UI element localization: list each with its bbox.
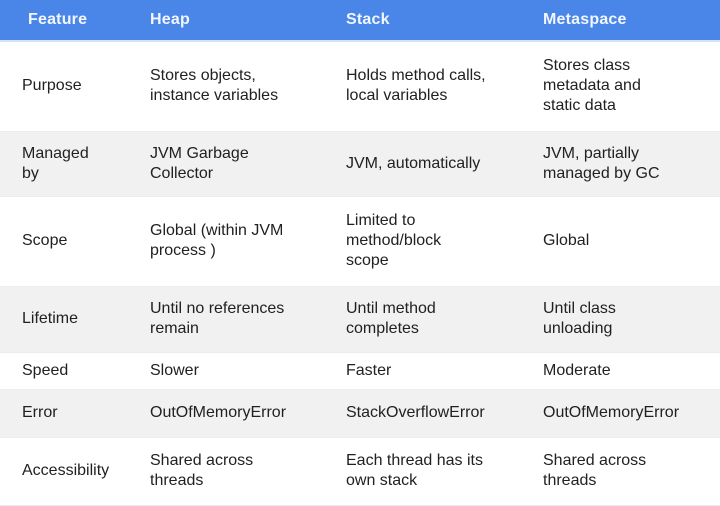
cell-lifetime-stack: Until method completes	[346, 300, 436, 337]
row-label: Scope	[22, 232, 68, 249]
cell-purpose-heap: Stores objects, instance variables	[150, 67, 279, 105]
table-body: Purpose Stores objects, instance variabl…	[0, 41, 720, 505]
row-label: Lifetime	[22, 310, 79, 327]
table-header: Feature Heap Stack Metaspace	[0, 0, 720, 42]
cell-speed-heap: Slower	[150, 361, 199, 379]
cell-purpose-metaspace: Stores class metadata and static data	[543, 57, 641, 115]
row-label: Speed	[22, 361, 69, 379]
row-label: Purpose	[22, 77, 82, 95]
cell-lifetime-heap: Until no references remain	[150, 300, 285, 337]
cell-scope-stack: Limited to method/block scope	[346, 212, 442, 269]
cell-lifetime-metaspace: Until class unloading	[543, 300, 616, 337]
cell-scope-metaspace: Global	[543, 232, 590, 249]
cell-accessibility-metaspace: Shared across threads	[543, 452, 647, 489]
cell-accessibility-stack: Each thread has its own stack	[346, 452, 483, 489]
cell-error-heap: OutOfMemoryError	[150, 404, 287, 421]
header-row: Feature Heap Stack Metaspace	[0, 0, 720, 42]
cell-speed-metaspace: Moderate	[543, 361, 611, 379]
table-row-accessibility: Accessibility Shared across threads Each…	[0, 437, 720, 505]
cell-managed-heap: JVM Garbage Collector	[150, 144, 249, 182]
column-header-stack: Stack	[316, 0, 513, 42]
table-row-managed-by: Managed by JVM Garbage Collector JVM, au…	[0, 131, 720, 196]
cell-scope-heap: Global (within JVM process )	[150, 222, 284, 259]
table-row-lifetime: Lifetime Until no references remain Unti…	[0, 286, 720, 352]
row-label: Error	[22, 404, 58, 421]
row-label: Managed by	[22, 144, 89, 182]
cell-error-metaspace: OutOfMemoryError	[543, 404, 680, 421]
cell-accessibility-heap: Shared across threads	[150, 452, 254, 489]
cell-managed-stack: JVM, automatically	[346, 154, 481, 172]
cell-purpose-stack: Holds method calls, local variables	[346, 67, 486, 105]
row-label: Accessibility	[22, 462, 110, 479]
cell-error-stack: StackOverflowError	[346, 404, 485, 421]
column-header-metaspace: Metaspace	[513, 0, 720, 42]
column-header-heap: Heap	[120, 0, 316, 42]
cell-speed-stack: Faster	[346, 361, 392, 379]
table-row-purpose: Purpose Stores objects, instance variabl…	[0, 41, 720, 131]
column-header-feature: Feature	[0, 0, 120, 42]
table-row-error: Error OutOfMemoryError StackOverflowErro…	[0, 389, 720, 437]
table-row-scope: Scope Global (within JVM process ) Limit…	[0, 196, 720, 286]
table-row-speed: Speed Slower Faster Moderate	[0, 352, 720, 389]
cell-managed-metaspace: JVM, partially managed by GC	[543, 144, 660, 182]
